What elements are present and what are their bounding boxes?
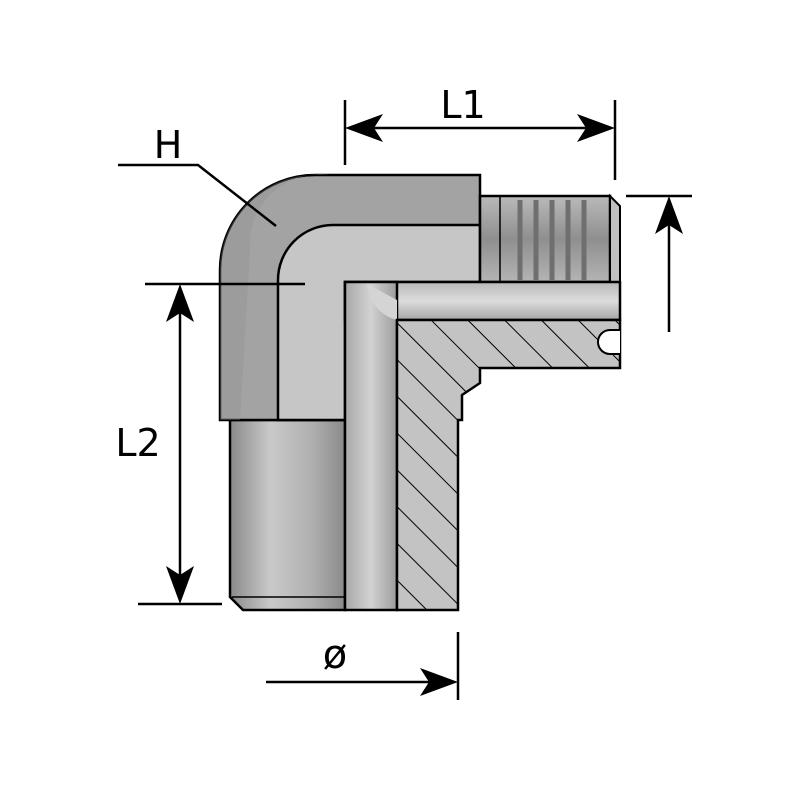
label-diameter: ø: [323, 632, 347, 678]
label-l2: L2: [115, 421, 160, 465]
bore-corner-blend: [367, 284, 397, 320]
o-ring-groove: [597, 329, 620, 355]
label-l1: L1: [440, 83, 485, 127]
thread-grooves: [517, 200, 587, 280]
vertical-bore: [343, 280, 399, 612]
thread-end-chamfer: [609, 193, 621, 283]
thread-section: [478, 194, 612, 284]
lower-male-body: [228, 418, 347, 612]
elbow-outer-shade: [220, 174, 330, 420]
hatched-section: [395, 318, 622, 612]
dimension-diameter: [266, 632, 460, 700]
dimension-thread-height: [626, 194, 692, 332]
dimension-h-leader: [118, 163, 277, 227]
label-h: H: [154, 123, 183, 167]
dimension-l2: [138, 282, 305, 606]
dimension-l1: [343, 100, 617, 180]
